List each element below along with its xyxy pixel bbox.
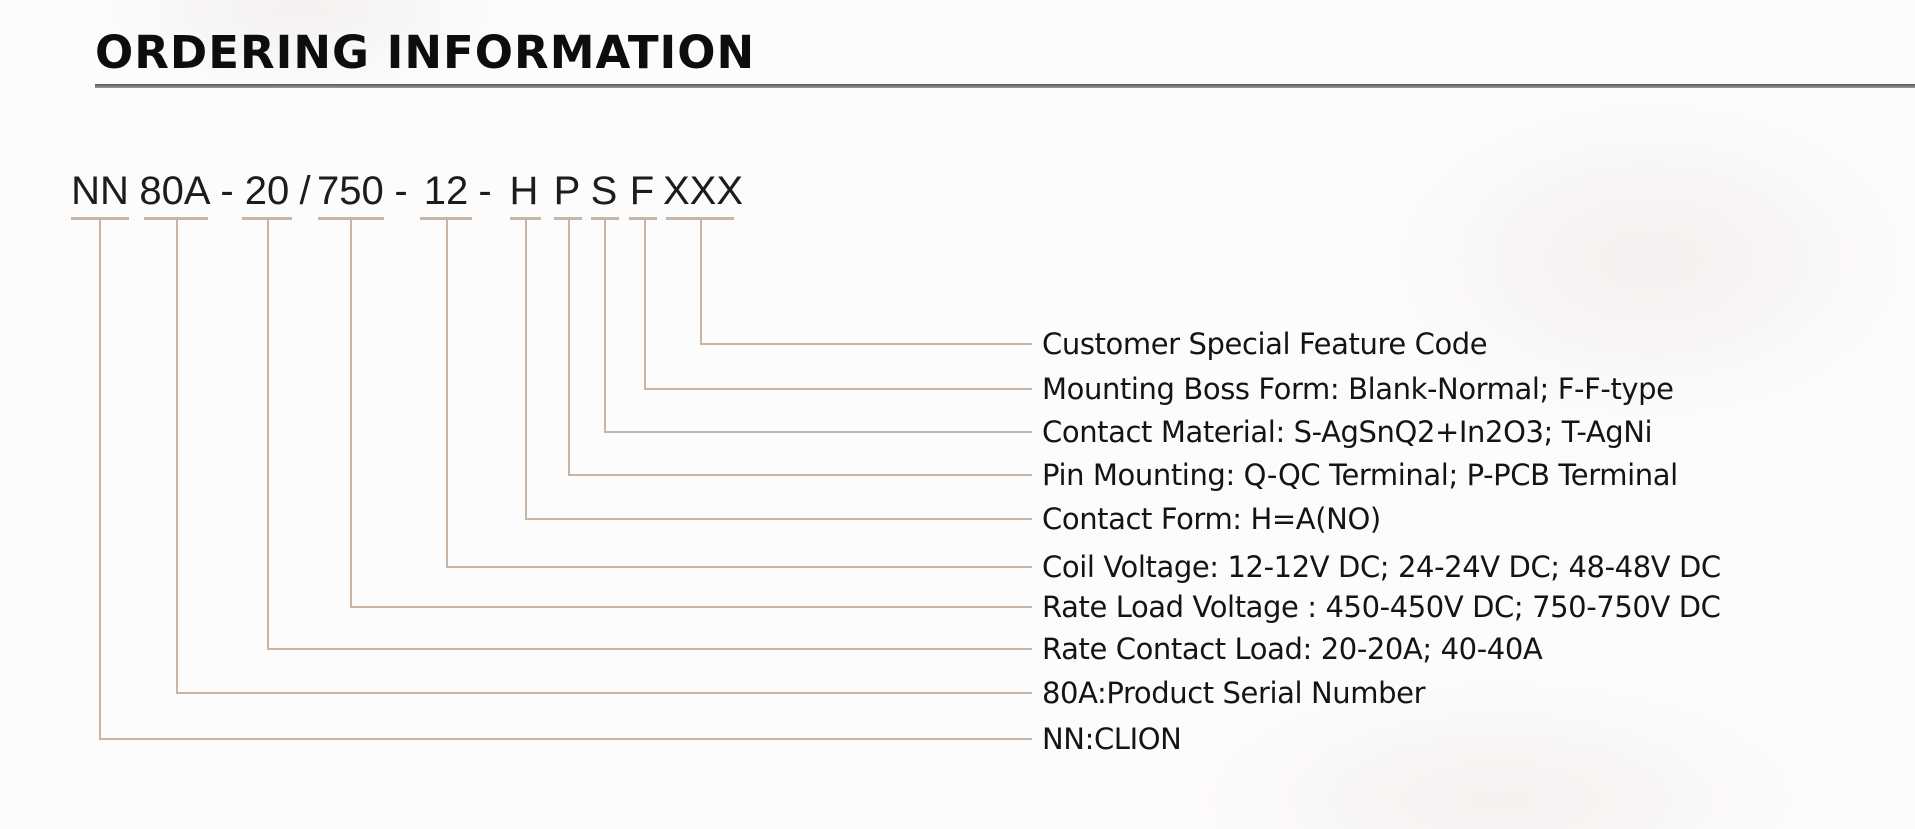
- connector-horizontal-H: [525, 518, 1032, 520]
- code-underline-P: [554, 217, 582, 220]
- separator-segment: -: [220, 169, 234, 213]
- title-rule: [95, 84, 1915, 88]
- code-segment-12: 12: [423, 169, 469, 213]
- legend-label-20: Rate Contact Load: 20-20A; 40-40A: [1042, 632, 1543, 666]
- connector-vertical-NN: [99, 220, 101, 740]
- code-underline-80A: [144, 217, 208, 220]
- connector-vertical-XXX: [700, 220, 702, 345]
- code-segment-XXX: XXX: [663, 169, 744, 213]
- code-segment-80A: 80A: [139, 169, 211, 213]
- connector-horizontal-P: [568, 474, 1032, 476]
- connector-vertical-12: [446, 220, 448, 568]
- code-underline-750: [318, 217, 384, 220]
- connector-vertical-P: [568, 220, 570, 476]
- separator-segment: /: [299, 169, 311, 213]
- code-underline-S: [591, 217, 619, 220]
- code-underline-F: [629, 217, 657, 220]
- legend-label-F: Mounting Boss Form: Blank-Normal; F-F-ty…: [1042, 372, 1674, 406]
- connector-vertical-20: [267, 220, 269, 650]
- connector-vertical-S: [604, 220, 606, 433]
- code-underline-NN: [71, 217, 129, 220]
- legend-label-12: Coil Voltage: 12-12V DC; 24-24V DC; 48-4…: [1042, 550, 1721, 584]
- code-segment-P: P: [553, 169, 581, 213]
- connector-vertical-80A: [176, 220, 178, 694]
- connector-vertical-H: [525, 220, 527, 520]
- legend-label-XXX: Customer Special Feature Code: [1042, 327, 1488, 361]
- code-segment-NN: NN: [71, 169, 129, 213]
- code-underline-H: [510, 217, 541, 220]
- legend-label-P: Pin Mounting: Q-QC Terminal; P-PCB Termi…: [1042, 458, 1678, 492]
- connector-horizontal-12: [446, 566, 1032, 568]
- page-title: ORDERING INFORMATION: [95, 26, 756, 79]
- separator-segment: -: [478, 169, 492, 213]
- separator-segment: -: [394, 169, 408, 213]
- code-underline-20: [242, 217, 292, 220]
- code-segment-S: S: [590, 169, 618, 213]
- connector-vertical-750: [350, 220, 352, 608]
- legend-label-NN: NN:CLION: [1042, 722, 1182, 756]
- connector-horizontal-20: [267, 648, 1032, 650]
- code-segment-750: 750: [317, 169, 384, 213]
- legend-label-S: Contact Material: S-AgSnQ2+In2O3; T-AgNi: [1042, 415, 1653, 449]
- code-segment-20: 20: [244, 169, 290, 213]
- legend-label-H: Contact Form: H=A(NO): [1042, 502, 1381, 536]
- code-underline-12: [420, 217, 472, 220]
- connector-horizontal-80A: [176, 692, 1032, 694]
- connector-vertical-F: [644, 220, 646, 390]
- legend-label-750: Rate Load Voltage : 450-450V DC; 750-750…: [1042, 590, 1721, 624]
- code-segment-H: H: [509, 169, 539, 213]
- code-underline-XXX: [666, 217, 734, 220]
- code-segment-F: F: [629, 169, 655, 213]
- connector-horizontal-F: [644, 388, 1032, 390]
- legend-label-80A: 80A:Product Serial Number: [1042, 676, 1426, 710]
- connector-horizontal-XXX: [700, 343, 1032, 345]
- connector-horizontal-NN: [99, 738, 1032, 740]
- connector-horizontal-S: [604, 431, 1032, 433]
- connector-horizontal-750: [350, 606, 1032, 608]
